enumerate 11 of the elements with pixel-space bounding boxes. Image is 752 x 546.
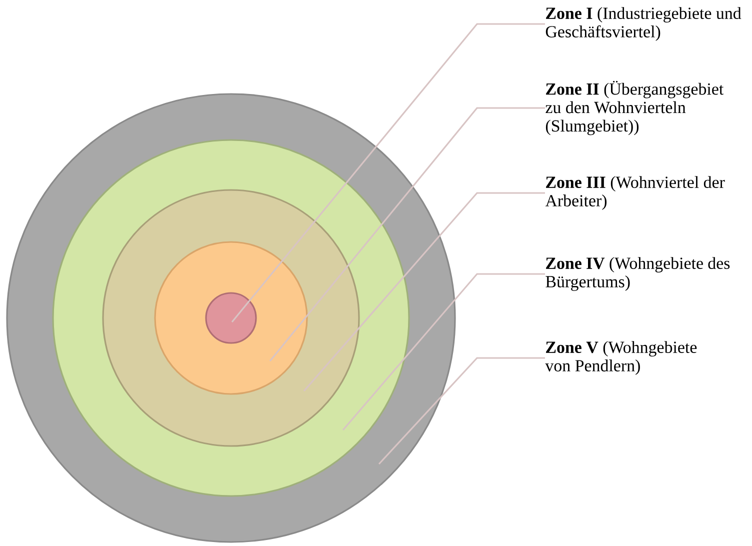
zone-label: Zone III (Wohnviertel der Arbeiter) [545, 176, 725, 210]
zone-label: Zone I (Industriegebiete und Geschäftsviertel) [546, 7, 742, 41]
zone-label: Zone II (Übergangsgebiet zu den Wohnvierteln (Slumgebiet)) [546, 80, 724, 136]
leader-line [231, 23, 545, 322]
leader-line [303, 192, 545, 392]
center-circle [205, 292, 257, 344]
leader-line [342, 273, 545, 431]
zone-label: Zone V (Wohngebiete von Pendlern) [545, 341, 697, 375]
zone-label: Zone IV (Wohngebiete des Bürgertums) [546, 257, 730, 291]
leader-line [378, 357, 545, 465]
leader-line [269, 107, 545, 362]
